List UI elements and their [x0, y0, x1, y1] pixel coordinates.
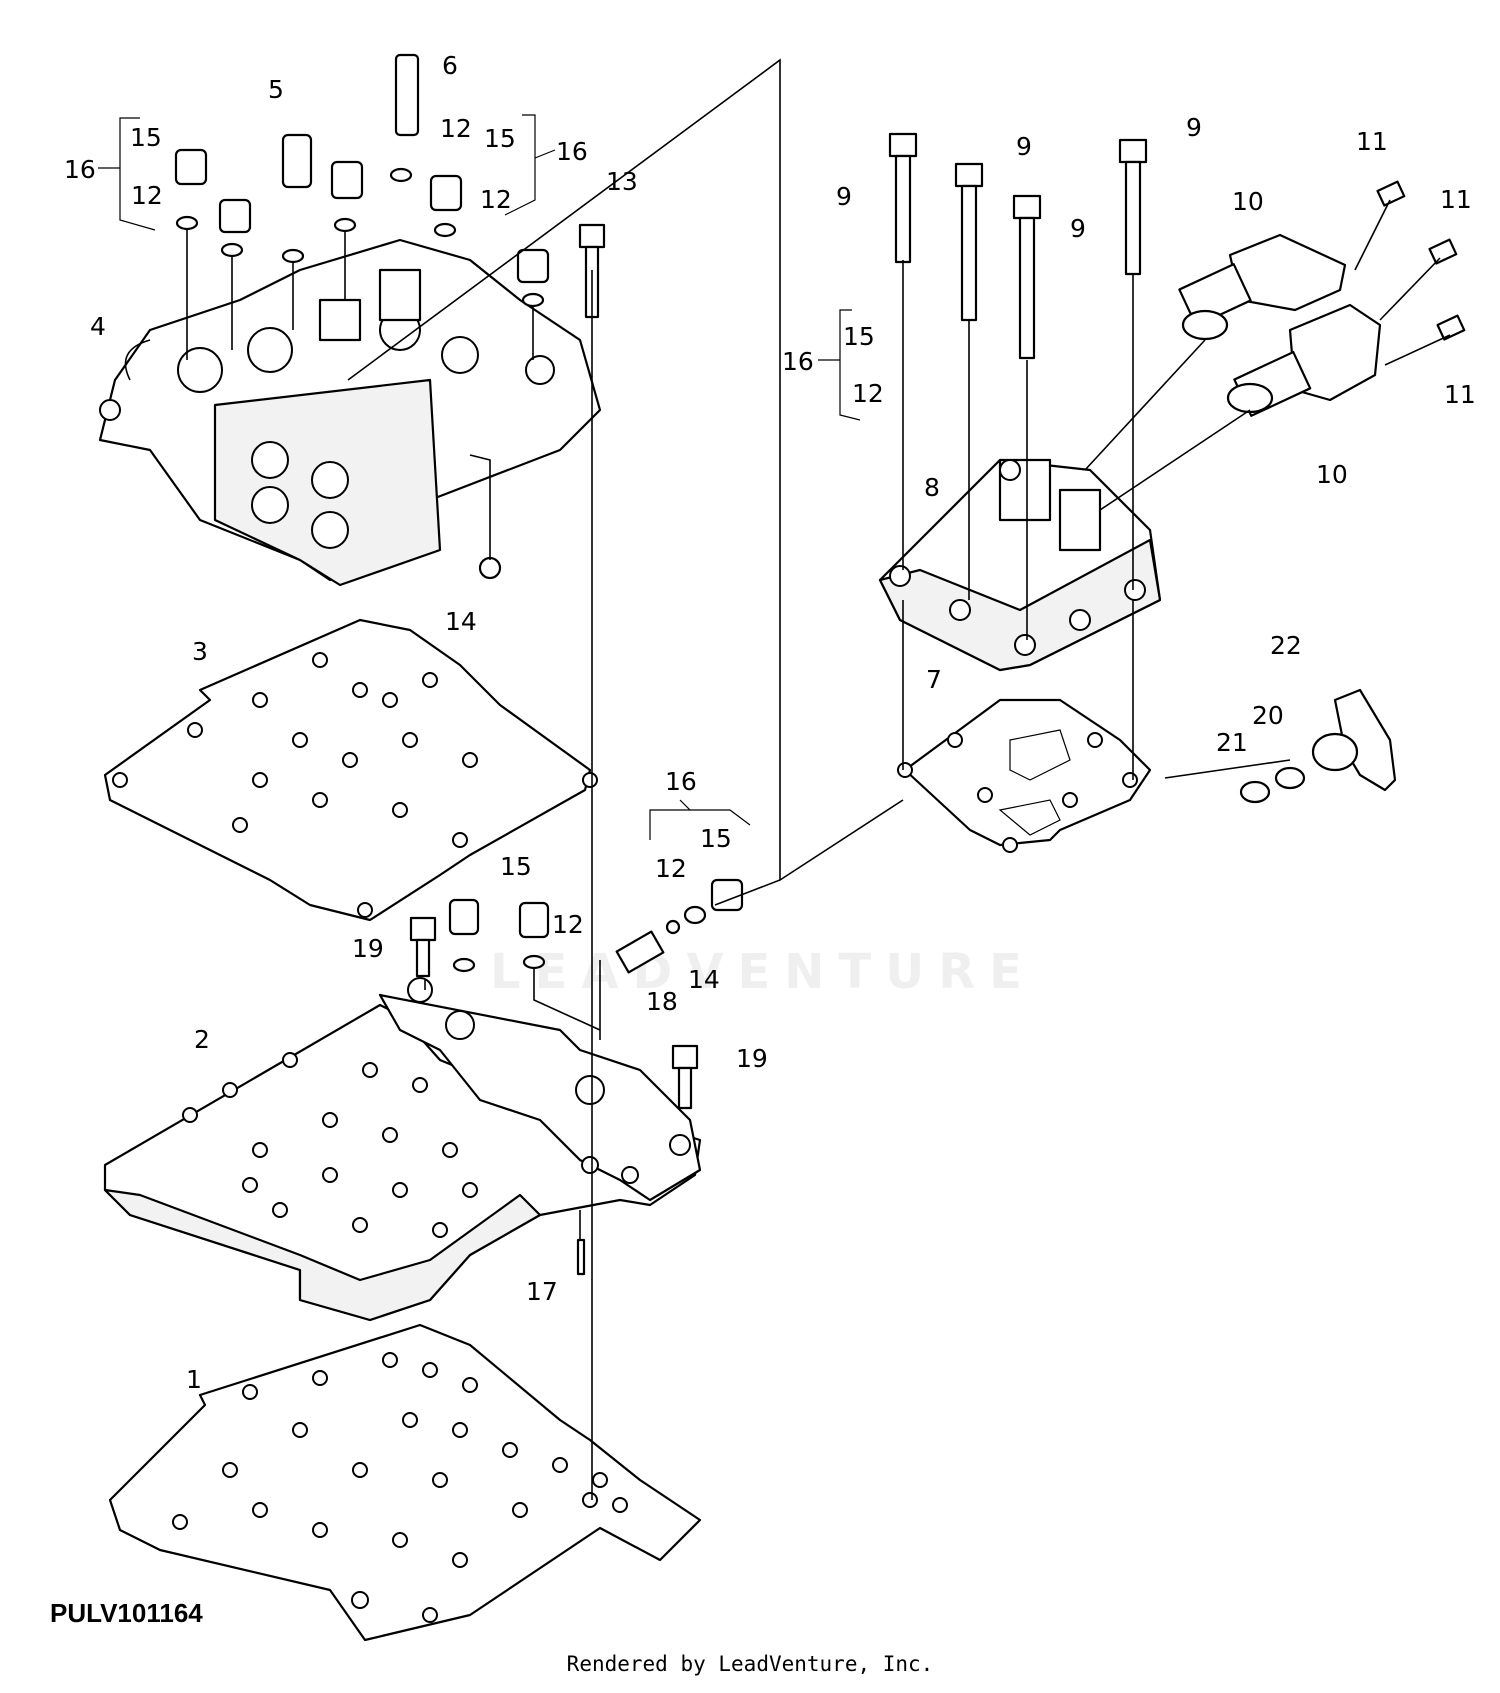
- callout-9-d: 9: [1186, 113, 1202, 142]
- callout-12-f: 12: [552, 910, 584, 939]
- callout-5: 5: [268, 75, 284, 104]
- callout-15-c: 15: [843, 322, 875, 351]
- callout-12-c: 12: [480, 185, 512, 214]
- callout-6: 6: [442, 51, 458, 80]
- callout-16-c: 16: [782, 347, 814, 376]
- callout-10-a: 10: [1232, 187, 1264, 216]
- callout-20: 20: [1252, 701, 1284, 730]
- valve-cover-22: [1239, 688, 1397, 804]
- gasket-3: [103, 618, 598, 922]
- callout-21: 21: [1216, 728, 1248, 757]
- callout-19-b: 19: [736, 1044, 768, 1073]
- callout-2: 2: [194, 1025, 210, 1054]
- image-code-label: PULV101164: [50, 1598, 203, 1628]
- solenoid-10-upper: [1178, 233, 1347, 341]
- callouts: 1 2 3 4 5 6 7 8 9 9 9 9 10 10 11 11 11 1…: [64, 51, 1476, 1394]
- callout-14-a: 14: [445, 607, 477, 636]
- callout-15-d: 15: [700, 824, 732, 853]
- bolts-9: [888, 132, 1148, 360]
- callout-8: 8: [924, 473, 940, 502]
- callout-12-e: 12: [655, 854, 687, 883]
- callout-16-d: 16: [665, 767, 697, 796]
- callout-1: 1: [186, 1365, 202, 1394]
- callout-11-a: 11: [1356, 127, 1388, 156]
- callout-22: 22: [1270, 631, 1302, 660]
- callout-10-b: 10: [1316, 460, 1348, 489]
- separator-plate-2: [103, 977, 702, 1322]
- callout-15-a: 15: [130, 123, 162, 152]
- top-plugs-and-sensors: [174, 53, 606, 580]
- callout-7: 7: [926, 665, 942, 694]
- screws-11: [1376, 180, 1466, 341]
- callout-9-b: 9: [1016, 132, 1032, 161]
- callout-9-a: 9: [836, 182, 852, 211]
- callout-4: 4: [90, 312, 106, 341]
- callout-14-b: 14: [688, 965, 720, 994]
- callout-12-b: 12: [440, 114, 472, 143]
- callout-3: 3: [192, 637, 208, 666]
- leader-lines: [98, 58, 1451, 1500]
- valve-housing-4: [98, 238, 602, 587]
- gasket-7: [897, 698, 1152, 853]
- callout-17: 17: [526, 1277, 558, 1306]
- lower-bolts-plugs: [409, 898, 699, 1276]
- callout-19-a: 19: [352, 934, 384, 963]
- callout-16-b: 16: [556, 137, 588, 166]
- render-credit: Rendered by LeadVenture, Inc.: [566, 1652, 934, 1676]
- watermark-text: LEADVENTURE: [490, 944, 1036, 1000]
- callout-15-e: 15: [500, 852, 532, 881]
- solenoid-10-lower: [1226, 303, 1382, 417]
- callout-12-a: 12: [131, 181, 163, 210]
- callout-13: 13: [606, 167, 638, 196]
- callout-16-a: 16: [64, 155, 96, 184]
- callout-11-b: 11: [1440, 185, 1472, 214]
- callout-12-d: 12: [852, 379, 884, 408]
- valve-body-8: [878, 458, 1162, 672]
- callout-15-b: 15: [484, 124, 516, 153]
- callout-18: 18: [646, 987, 678, 1016]
- gasket-1: [108, 1323, 702, 1642]
- callout-11-c: 11: [1444, 380, 1476, 409]
- callout-9-c: 9: [1070, 214, 1086, 243]
